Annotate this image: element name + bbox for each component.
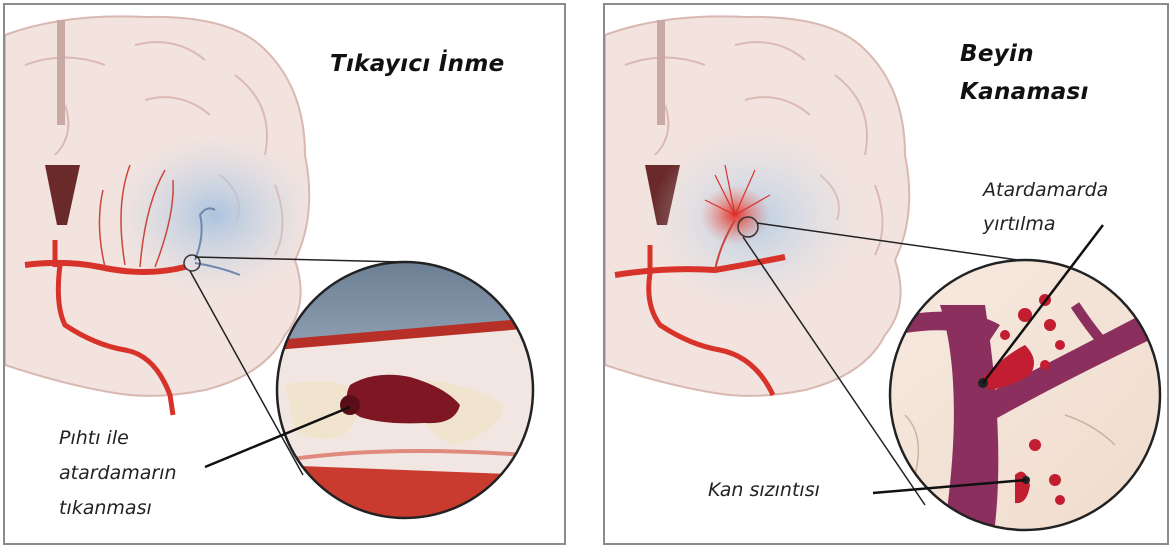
title-line-2: Kanaması [960, 73, 1089, 111]
clot-label-line-2: atardamarın [59, 456, 177, 491]
clot-blockage-label: Pıhtı ile atardamarın tıkanması [59, 421, 177, 526]
blood-leakage-label: Kan sızıntısı [708, 473, 820, 508]
artery-rupture-label: Atardamarda yırtılma [983, 173, 1108, 241]
hemorrhagic-stroke-panel: Beyin Kanaması Atardamarda yırtılma Kan … [603, 3, 1169, 545]
clot-label-line-3: tıkanması [59, 491, 177, 526]
tear-label-line-1: Atardamarda [983, 173, 1108, 207]
hemorrhagic-stroke-title: Beyin Kanaması [960, 35, 1089, 111]
zoomed-ruptured-artery [890, 260, 1160, 530]
clot-label-line-1: Pıhtı ile [59, 421, 177, 456]
title-line-1: Beyin [960, 35, 1089, 73]
tear-label-line-2: yırtılma [983, 207, 1108, 241]
ischemic-stroke-title: Tıkayıcı İnme [330, 49, 504, 79]
ischemic-stroke-panel: Tıkayıcı İnme Pıhtı ile atardamarın tıka… [3, 3, 566, 545]
